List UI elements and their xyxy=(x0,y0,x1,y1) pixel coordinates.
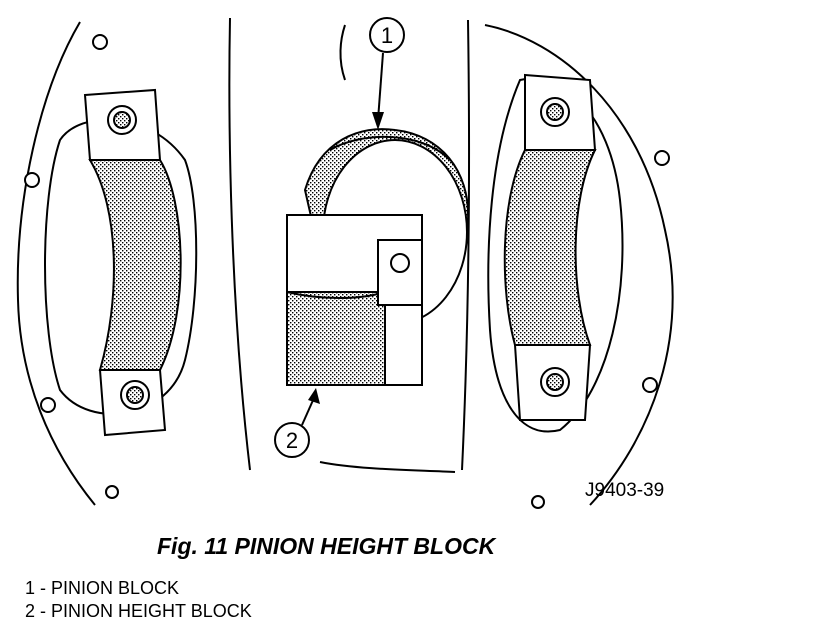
legend-item-2: 2 - PINION HEIGHT BLOCK xyxy=(25,601,252,621)
right-bearing-cap xyxy=(487,73,624,433)
callout-2: 2 xyxy=(274,388,320,458)
callout-1-number: 1 xyxy=(381,23,393,48)
drawing-code: J9403-39 xyxy=(585,480,665,501)
legend-item-1: 1 - PINION BLOCK xyxy=(25,578,180,598)
pinion-height-block-diagram: 1 2 xyxy=(16,17,674,509)
legend: 1 - PINION BLOCK 2 - PINION HEIGHT BLOCK xyxy=(25,577,252,623)
callout-1: 1 xyxy=(369,17,405,130)
callout-2-number: 2 xyxy=(286,428,298,453)
housing-outline xyxy=(16,17,674,506)
figure-caption: Fig. 11 PINION HEIGHT BLOCK xyxy=(157,533,496,559)
housing-bolt-holes xyxy=(24,34,670,509)
pinion-height-block xyxy=(286,214,423,386)
left-bearing-cap xyxy=(44,88,198,437)
